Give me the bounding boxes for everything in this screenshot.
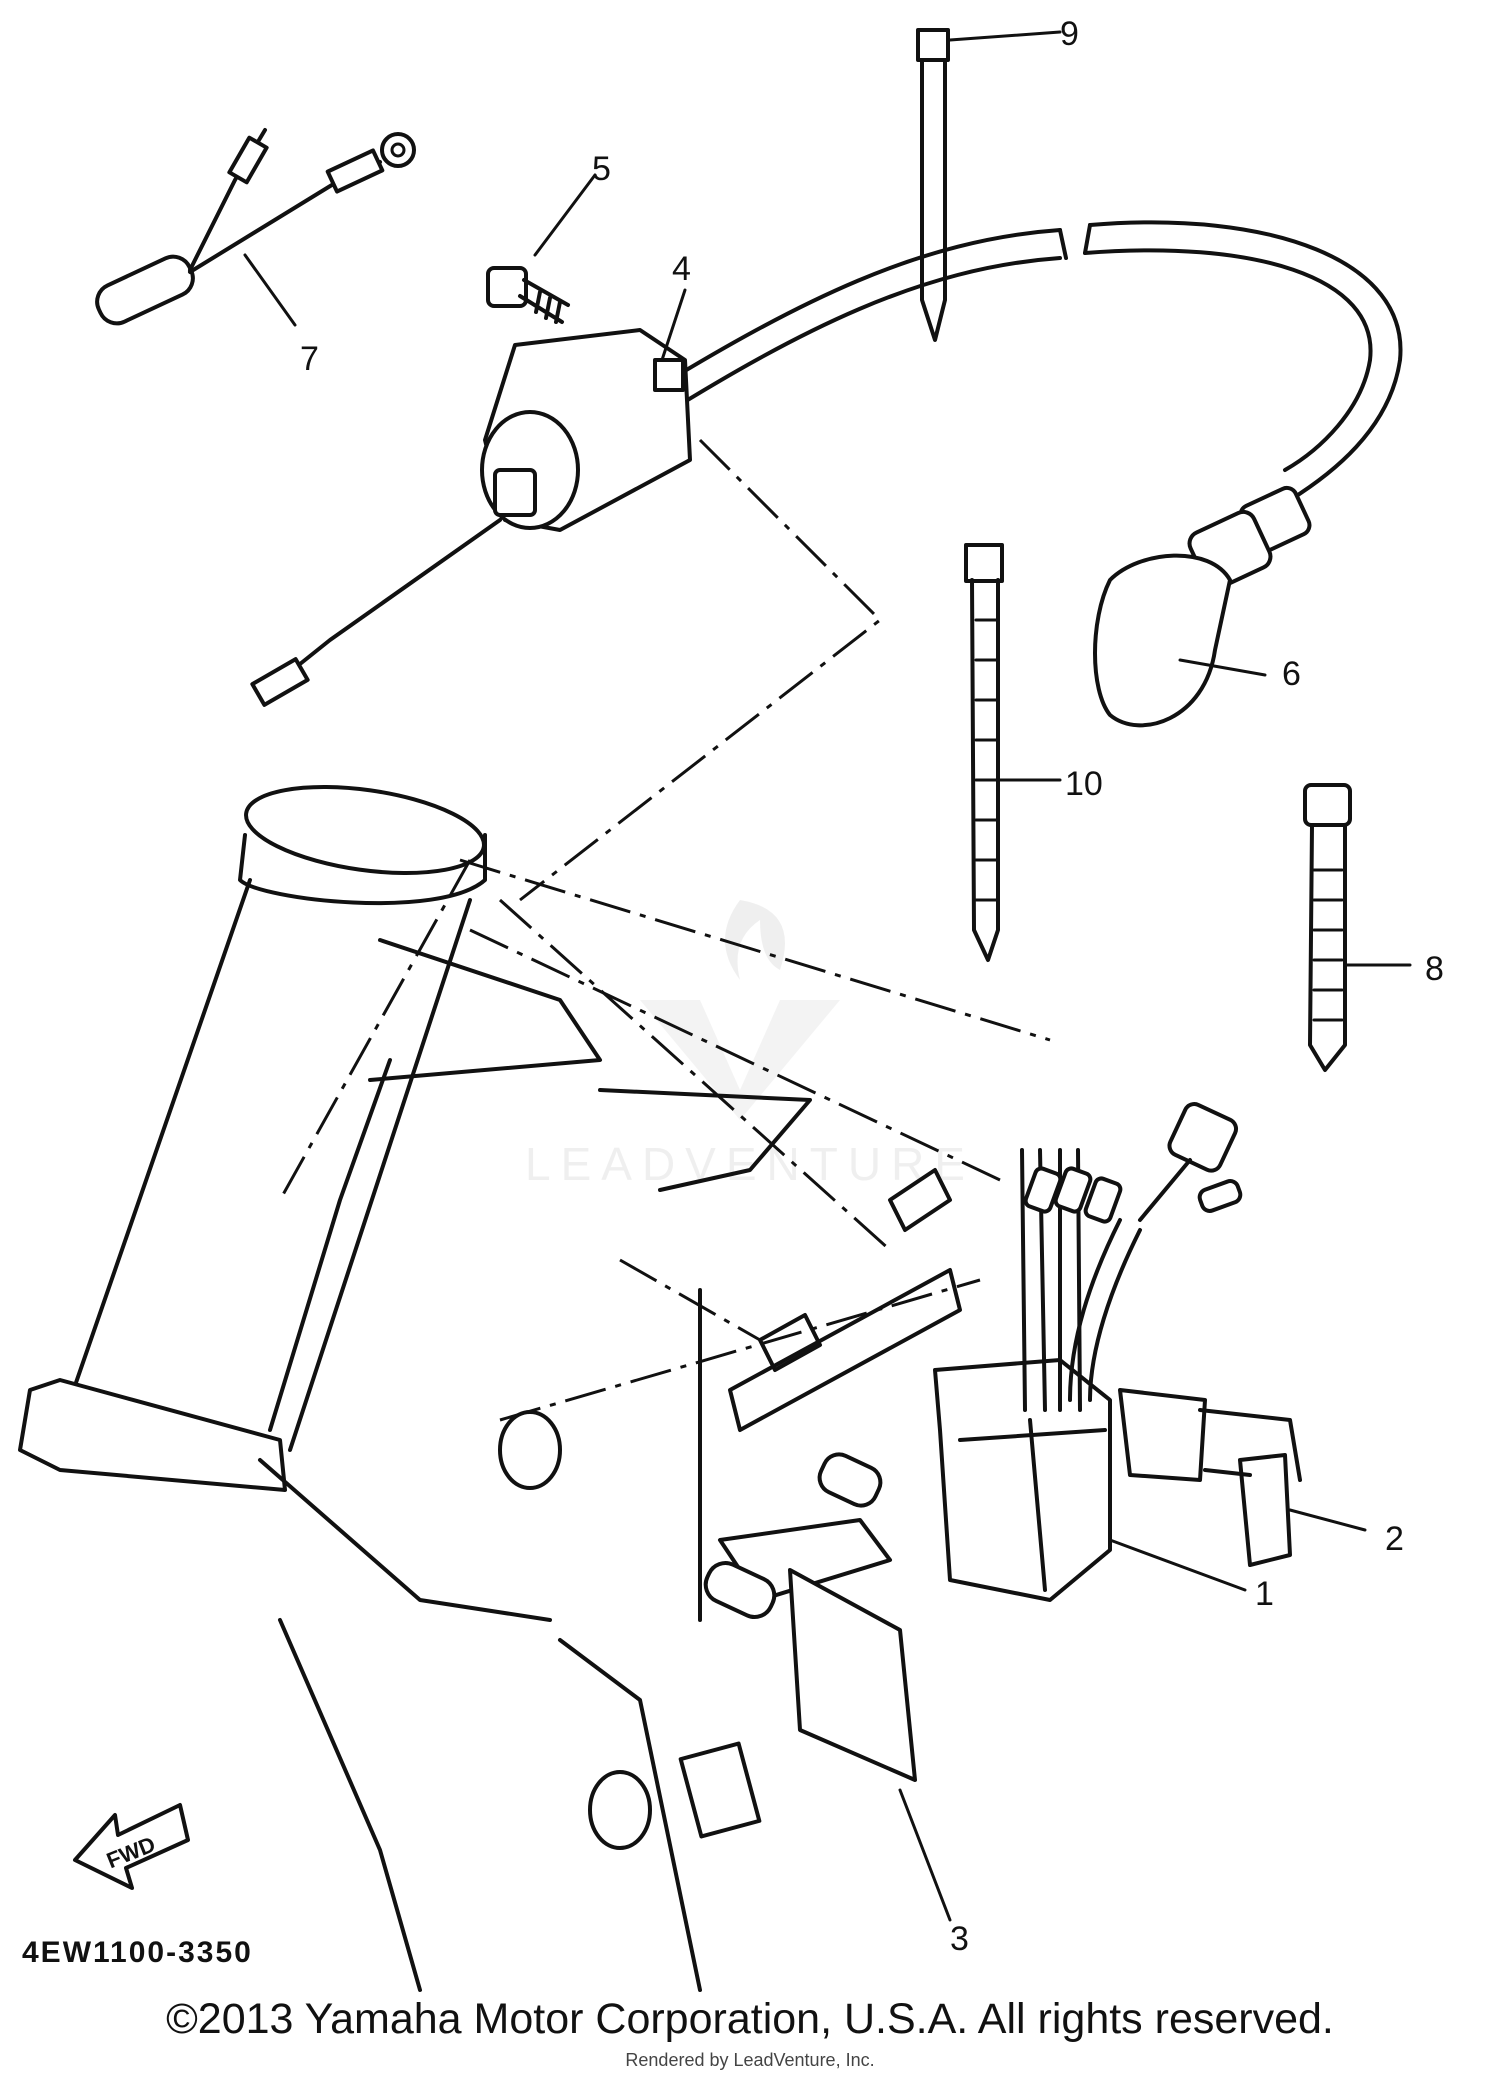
watermark-text: LEADVENTURE [525,1138,975,1190]
watermark-logo: LEADVENTURE [525,900,975,1190]
part-5-screw [486,173,597,324]
callout-1: 1 [1255,1575,1274,1613]
callout-7: 7 [300,340,319,378]
copyright-notice: ©2013 Yamaha Motor Corporation, U.S.A. A… [166,1995,1334,2043]
callout-5: 5 [592,150,611,188]
callout-9: 9 [1060,15,1079,53]
diagram-code: 4EW1100-3350 [22,1936,253,1969]
part-2-bracket [1118,1388,1367,1567]
part-9-cable-tie [916,28,1062,342]
part-4-ignition-coil [250,220,1403,707]
leader-lines [278,438,1051,1422]
frame [18,785,962,1992]
part-6-plug-cap [1093,485,1312,728]
part-8-band [1303,783,1412,1072]
callout-4: 4 [672,250,691,288]
callout-10: 10 [1065,765,1103,803]
callout-3: 3 [950,1920,969,1958]
callout-8: 8 [1425,950,1444,988]
rendered-by: Rendered by LeadVenture, Inc. [625,2050,875,2070]
part-3-pad [788,1568,952,1922]
part-10-cable-tie [964,543,1062,962]
callout-2: 2 [1385,1520,1404,1558]
fwd-arrow-icon: FWD [73,1803,190,1890]
callout-6: 6 [1282,655,1301,693]
part-7-wire-lead [95,128,416,327]
part-1-cdi-unit [933,1102,1247,1602]
